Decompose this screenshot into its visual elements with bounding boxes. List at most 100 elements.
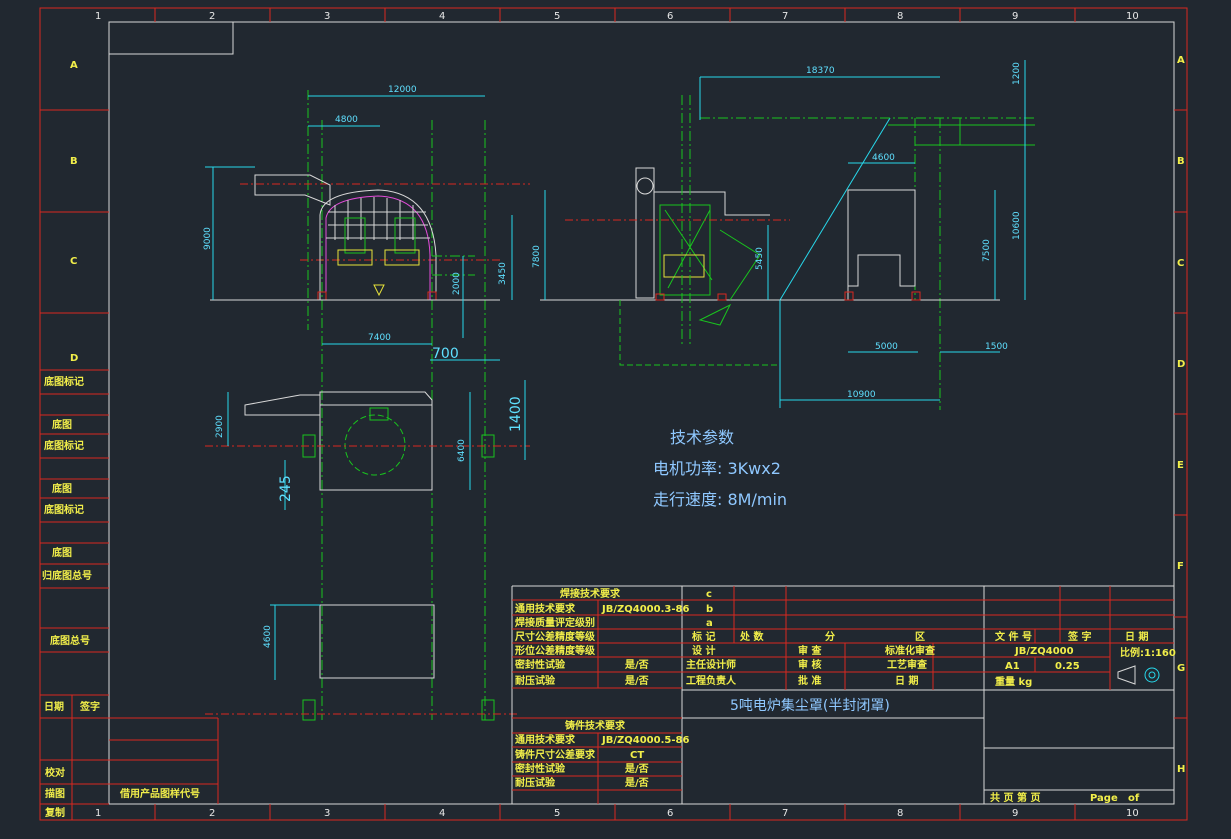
- std-label: 标准化审查: [884, 644, 936, 657]
- row-letter: A: [1177, 55, 1185, 66]
- weld-label: 形位公差精度等级: [515, 644, 596, 657]
- weld-label: 耐压试验: [515, 674, 556, 687]
- col-num: 5: [554, 11, 560, 22]
- cast-value: CT: [630, 750, 644, 761]
- dim-label: 5000: [875, 342, 898, 352]
- cast-value: 是/否: [624, 763, 649, 775]
- dim-label: 1400: [508, 396, 524, 432]
- stamp-label: 借用产品图样代号: [119, 787, 200, 800]
- design-label: 主任设计师: [686, 658, 736, 671]
- dim-label: 7500: [982, 239, 992, 262]
- col-num: 2: [209, 808, 215, 819]
- row-letter: C: [1177, 258, 1184, 269]
- dim-label: 1200: [1012, 62, 1022, 85]
- dim-label: 18370: [806, 66, 835, 76]
- weld-label: 焊接质量评定级别: [515, 616, 595, 629]
- cast-value: 是/否: [624, 777, 649, 789]
- stamp-label: 校对: [45, 766, 65, 779]
- sheet-count: 共 页 第 页: [990, 791, 1040, 804]
- review-label: 审 查: [798, 644, 822, 657]
- right-dim-text: 18370 4600 7500 10600 1200 5000 1500 109…: [806, 62, 1022, 400]
- weld-title: 焊接技术要求: [560, 587, 621, 600]
- top-left-box: [108, 21, 234, 55]
- inner-frame: [108, 21, 1175, 805]
- col-num: 4: [439, 808, 445, 819]
- std-label: 日 期: [895, 674, 918, 687]
- top-dimensions: [227, 359, 526, 510]
- right-view: [700, 117, 1035, 410]
- header-col: 文 件 号: [995, 630, 1032, 643]
- dim-label: 3450: [498, 262, 508, 285]
- tech-params: 技术参数 电机功率: 3Kwx2 走行速度: 8M/min: [653, 428, 787, 509]
- top-dim-text: 700 2900 245 6400 1400: [215, 346, 524, 502]
- dim-label: 7800: [532, 245, 542, 268]
- header-col: 区: [915, 631, 925, 643]
- col-num: 2: [209, 11, 215, 22]
- title-block-text: 焊接技术要求 通用技术要求 JB/ZQ4000.3-86 焊接质量评定级别 尺寸…: [515, 587, 1176, 804]
- row-letter: F: [1177, 561, 1184, 572]
- row-letter: H: [1177, 764, 1185, 775]
- header-col: 标 记: [691, 630, 715, 643]
- column-ticks: [40, 8, 1187, 820]
- cast-label: 铸件尺寸公差要求: [515, 748, 596, 761]
- col-num: 4: [439, 11, 445, 22]
- outer-frame: [39, 7, 1188, 821]
- stamp-label: 底图标记: [44, 503, 84, 516]
- stamp-label: 底图: [52, 418, 72, 431]
- cast-title: 铸件技术要求: [565, 719, 626, 732]
- col-num: 3: [324, 808, 330, 819]
- std-label: 工艺审查: [887, 658, 928, 671]
- bottom-view: [205, 604, 520, 721]
- row-letter: G: [1177, 663, 1185, 674]
- dim-label: 10600: [1012, 211, 1022, 240]
- dim-label: 2900: [215, 415, 225, 438]
- weld-value: 是/否: [624, 675, 649, 687]
- col-num: 9: [1012, 808, 1018, 819]
- dim-label: 4800: [335, 115, 358, 125]
- cast-label: 通用技术要求: [515, 733, 576, 746]
- weld-label: 尺寸公差精度等级: [515, 630, 596, 643]
- rev-mark: c: [706, 589, 712, 600]
- page-label: Page: [1090, 793, 1118, 804]
- stamp-label: 归底图总号: [42, 569, 92, 582]
- col-num: 7: [782, 11, 788, 22]
- header-col: 签 字: [1067, 630, 1091, 643]
- left-stamp-table: [40, 369, 219, 820]
- col-num: 7: [782, 808, 788, 819]
- dim-label: 5450: [755, 247, 765, 270]
- row-letter: B: [1177, 156, 1185, 167]
- weld-value: 是/否: [624, 659, 649, 671]
- cast-label: 耐压试验: [515, 776, 556, 789]
- side-view: [540, 95, 790, 366]
- title-block-lines: [511, 585, 1174, 804]
- col-num: 3: [324, 11, 330, 22]
- review-label: 审 核: [798, 658, 821, 671]
- doc-number: JB/ZQ4000: [1014, 646, 1074, 657]
- drawing-title: 5吨电炉集尘罩(半封闭罩): [730, 697, 890, 714]
- row-letter: A: [70, 60, 78, 71]
- weld-value: JB/ZQ4000.3-86: [601, 604, 689, 615]
- left-stamp-labels: 底图标记 底图 底图标记 底图 底图标记 底图 归底图总号 底图总号 日期 签字…: [42, 375, 200, 819]
- stamp-label: 底图标记: [44, 439, 84, 452]
- dim-label: 12000: [388, 85, 417, 95]
- row-letter: B: [70, 156, 78, 167]
- col-num: 9: [1012, 11, 1018, 22]
- column-numbers-bottom: 1 2 3 4 5 6 7 8 9 10: [95, 808, 1139, 819]
- dim-label: 10900: [847, 390, 876, 400]
- tech-speed: 走行速度: 8M/min: [653, 490, 787, 509]
- rev-mark: a: [706, 618, 713, 629]
- row-letter: D: [1177, 359, 1185, 370]
- side-dimensions: [544, 190, 769, 300]
- stamp-label: 底图标记: [44, 375, 84, 388]
- top-view: [205, 391, 530, 491]
- right-dimensions: [699, 60, 1026, 408]
- dim-label: 2000: [452, 272, 462, 295]
- col-num: 5: [554, 808, 560, 819]
- col-num: 6: [667, 11, 673, 22]
- row-letters: A B C D A B C D E F G H: [70, 55, 1185, 775]
- cast-value: JB/ZQ4000.5-86: [601, 735, 689, 746]
- tech-title: 技术参数: [670, 428, 734, 447]
- header-col: 日 期: [1125, 630, 1148, 643]
